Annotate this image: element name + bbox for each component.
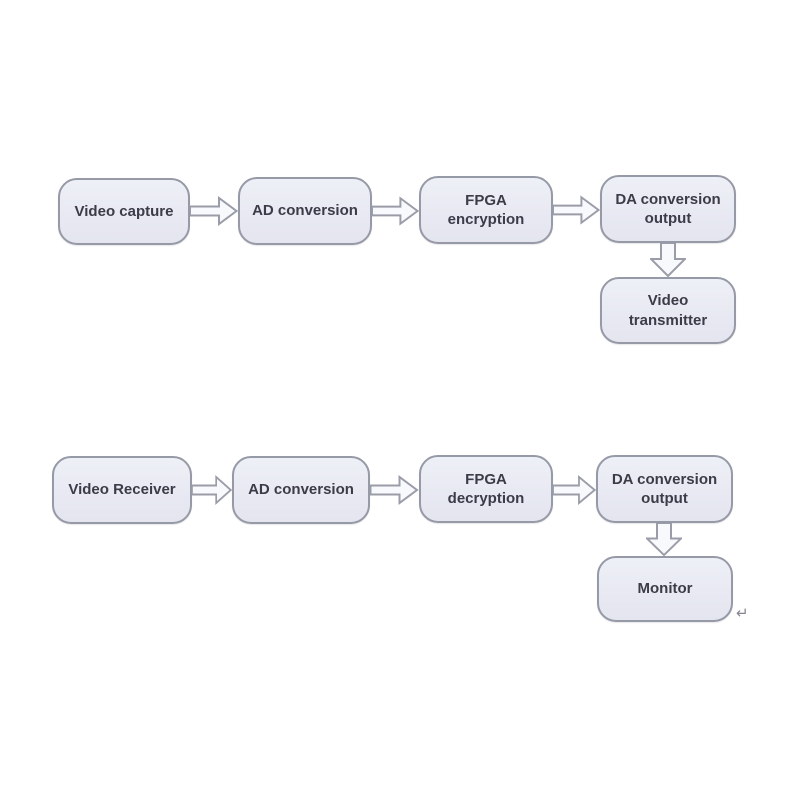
node-video-capture: Video capture [58,178,190,245]
arrow-right-icon [192,475,232,505]
node-label: AD conversion [248,481,354,499]
arrow-right-icon [553,195,600,225]
node-da-conversion-output-tx: DA conversion output [600,175,736,243]
return-char: ↵ [736,605,749,622]
arrow-right-icon [190,196,238,226]
node-label: DA conversion output [615,190,721,228]
node-monitor: Monitor [597,556,733,622]
arrow-down-icon [650,243,686,277]
arrow-right-icon [370,475,419,505]
node-ad-conversion-tx: AD conversion [238,177,372,245]
node-label: FPGA decryption [447,470,525,508]
node-label: DA conversion output [611,470,718,508]
node-label: Monitor [637,580,693,598]
node-video-receiver: Video Receiver [52,456,192,524]
node-fpga-decryption: FPGA decryption [419,455,553,523]
arrow-down-icon [646,523,682,556]
node-label: Video capture [74,202,174,220]
node-ad-conversion-rx: AD conversion [232,456,370,524]
node-label: Video Receiver [68,481,176,499]
node-label: FPGA encryption [447,191,525,229]
node-fpga-encryption: FPGA encryption [419,176,553,244]
arrow-right-icon [372,196,419,226]
node-da-conversion-output-rx: DA conversion output [596,455,733,523]
arrow-right-icon [553,475,596,505]
node-label: AD conversion [252,202,358,220]
node-video-transmitter: Video transmitter [600,277,736,344]
node-label: Video transmitter [628,292,708,329]
